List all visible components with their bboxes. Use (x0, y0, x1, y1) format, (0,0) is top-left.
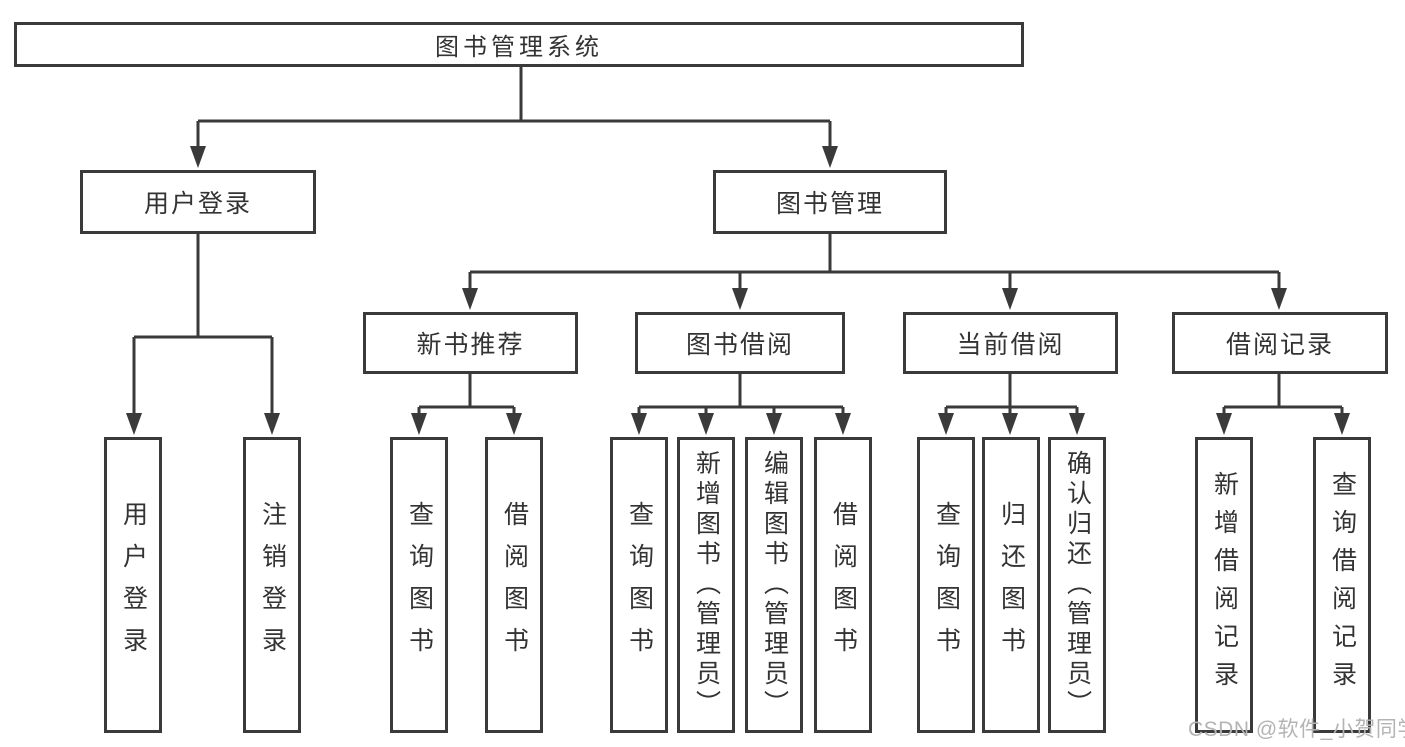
leaf-label: 归还图书 (997, 501, 1026, 669)
leaf-return-books: 归还图书 (982, 437, 1040, 733)
leaf-query-books-borrow: 查询图书 (610, 437, 668, 733)
csdn-watermark: CSDN @软件_小贺同学 (1188, 718, 1405, 741)
leaf-label: 新增借阅记录 (1210, 471, 1239, 699)
leaf-label: 借阅图书 (829, 501, 858, 669)
connector-bookborrow-to-leaves (637, 373, 845, 414)
connector-newbook-to-leaves (417, 373, 516, 414)
leaf-label: 新增图书（管理员） (692, 450, 721, 720)
leaf-query-books-newbook: 查询图书 (390, 437, 448, 733)
leaf-label: 查询图书 (932, 501, 961, 669)
node-new-book-recommend: 新书推荐 (363, 312, 578, 374)
node-book-borrow: 图书借阅 (635, 312, 845, 374)
leaf-label: 确认归还（管理员） (1063, 450, 1092, 720)
connector-userlogin-to-leaves (132, 234, 274, 414)
leaf-label: 借阅图书 (500, 501, 529, 669)
leaf-add-borrow-record: 新增借阅记录 (1195, 437, 1253, 733)
leaf-label: 查询图书 (405, 501, 434, 669)
leaf-label: 查询借阅记录 (1328, 471, 1357, 699)
leaf-user-login: 用户登录 (104, 437, 162, 733)
connector-bookmgmt-to-level3 (468, 234, 1281, 289)
leaf-query-borrow-record: 查询借阅记录 (1313, 437, 1371, 733)
leaf-edit-books-admin: 编辑图书（管理员） (745, 437, 803, 733)
leaf-label: 查询图书 (625, 501, 654, 669)
leaf-label: 用户登录 (119, 501, 148, 669)
connector-root-to-level2 (196, 67, 832, 147)
leaf-borrow-books-borrow: 借阅图书 (814, 437, 872, 733)
arrowhead-icons (126, 146, 1350, 435)
connector-currentborrow-to-leaves (944, 373, 1079, 414)
leaf-query-books-current: 查询图书 (917, 437, 975, 733)
node-user-login: 用户登录 (80, 170, 316, 234)
connector-borrowrecord-to-leaves (1222, 373, 1344, 414)
leaf-confirm-return-admin: 确认归还（管理员） (1048, 437, 1106, 733)
node-borrow-records: 借阅记录 (1172, 312, 1388, 374)
leaf-label: 注销登录 (258, 501, 287, 669)
node-book-management: 图书管理 (713, 170, 947, 234)
node-current-borrow: 当前借阅 (903, 312, 1118, 374)
node-root-system: 图书管理系统 (14, 22, 1024, 67)
leaf-add-books-admin: 新增图书（管理员） (677, 437, 735, 733)
leaf-borrow-books-newbook: 借阅图书 (485, 437, 543, 733)
leaf-label: 编辑图书（管理员） (760, 450, 789, 720)
leaf-logout: 注销登录 (243, 437, 301, 733)
